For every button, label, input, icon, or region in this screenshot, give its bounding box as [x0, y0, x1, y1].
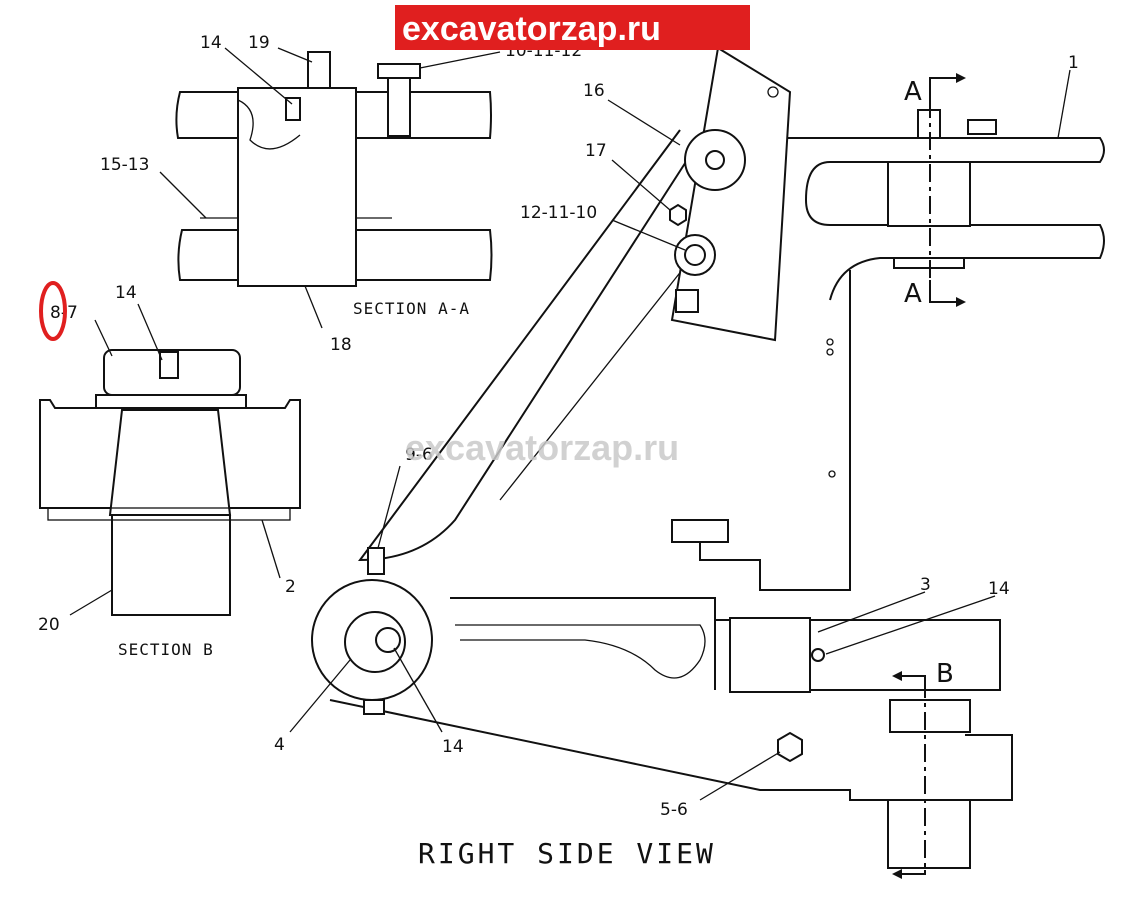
washer-8 [95, 394, 247, 409]
clevis-pin-1 [887, 161, 971, 227]
highlight-ring [39, 281, 67, 341]
bolt-top-right [967, 119, 997, 135]
watermark-banner-text: excavatorzap.ru [402, 10, 661, 48]
watermark-center: excavatorzap.ru [405, 427, 679, 468]
section-aa-view [175, 51, 493, 287]
arrow-a-top-icon [956, 73, 966, 83]
fitting-14-secb [159, 351, 179, 379]
callout-19: 19 [248, 33, 270, 53]
callout-4: 4 [274, 735, 285, 755]
grease-fitting-9 [367, 547, 385, 575]
callout-14-bottom: 14 [442, 737, 464, 757]
pivot-bolt [363, 699, 385, 715]
roller-16-hub [705, 150, 725, 170]
section-aa-lower-plate [177, 229, 493, 281]
watermark-banner [395, 5, 750, 50]
lower-arm-cutout [455, 624, 706, 679]
callout-14-top: 14 [200, 33, 222, 53]
part-19 [307, 51, 331, 89]
bolt-10-head [684, 244, 706, 266]
callout-18: 18 [330, 335, 352, 355]
upper-clevis-arm [770, 137, 1105, 301]
fitting-14-top [285, 97, 301, 121]
callout-16: 16 [583, 81, 605, 101]
bracket-hole [767, 86, 779, 98]
tab-bracket [675, 289, 699, 313]
block-lower [671, 519, 729, 543]
bolt-5 [777, 731, 803, 763]
lower-arm-top [450, 597, 716, 690]
callout-1: 1 [1068, 53, 1079, 73]
section-mark-b: B [936, 659, 954, 689]
arrow-b-bottom-icon [892, 869, 902, 879]
section-aa-upper-plate [175, 91, 492, 139]
cross-tube [715, 619, 1001, 691]
section-cut-lines [892, 73, 966, 879]
section-b-view [39, 349, 301, 616]
callout-5-6: 5-6 [660, 800, 688, 820]
hole-2 [826, 348, 834, 356]
shim-2 [47, 507, 291, 521]
bolt-shank-10 [387, 77, 411, 137]
cut-arrow-b-bottom [900, 870, 926, 875]
fitting-14-right [811, 648, 825, 662]
arrow-a-bottom-icon [956, 297, 966, 307]
fitting-14-bottom [375, 627, 401, 653]
pin-b-lower [887, 799, 971, 869]
callout-14-right: 14 [988, 579, 1010, 599]
callout-14-secb: 14 [115, 283, 137, 303]
leader-lines [69, 47, 1071, 801]
pivot-pin-4 [344, 611, 406, 673]
callout-17: 17 [585, 141, 607, 161]
cut-arrow-a-top [929, 77, 960, 100]
section-mark-a-bottom: A [904, 279, 922, 309]
nut-b [889, 699, 971, 733]
view-title: RIGHT SIDE VIEW [418, 837, 716, 870]
callout-9-6: 9-6 [405, 445, 433, 465]
callout-2: 2 [285, 577, 296, 597]
section-b-title: SECTION B [118, 640, 214, 659]
callout-3: 3 [920, 575, 931, 595]
hole-1 [826, 338, 834, 346]
callout-15-13: 15-13 [100, 155, 149, 175]
arrow-b-top-icon [892, 671, 902, 681]
hole-3 [828, 470, 836, 478]
nut-17 [669, 203, 687, 227]
section-aa-title: SECTION A-A [353, 299, 470, 318]
right-side-view [311, 46, 1105, 869]
section-mark-a-top: A [904, 77, 922, 107]
callout-20: 20 [38, 615, 60, 635]
pin-break-line [237, 99, 301, 150]
pin-20 [111, 514, 231, 616]
cut-arrow-b-top [900, 675, 926, 680]
callout-12-11-10: 12-11-10 [520, 203, 597, 223]
lower-arm [329, 699, 1013, 801]
cut-arrow-a-bottom [929, 280, 960, 303]
tapered-pin-b [108, 409, 232, 516]
diagonal-arm [358, 129, 701, 562]
main-plate-right [699, 270, 851, 591]
sleeve-3 [729, 617, 811, 693]
bolt-head-10 [377, 63, 421, 79]
